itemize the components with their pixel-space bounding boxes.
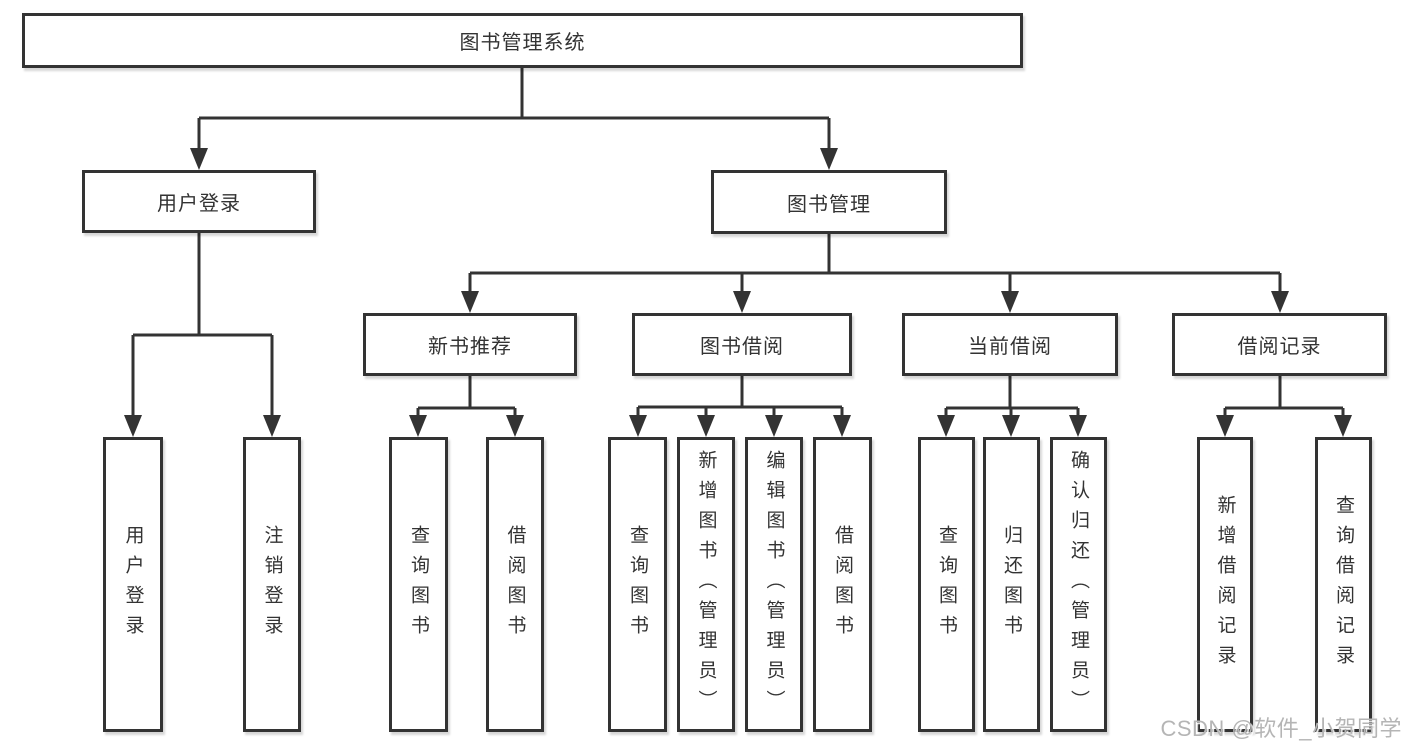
node-library-management-system: 图书管理系统 — [22, 13, 1023, 68]
node-borrowing-records: 借阅记录 — [1172, 313, 1387, 376]
node-current-query-books: 查询图书 — [918, 437, 975, 732]
node-user-login-leaf: 用户登录 — [103, 437, 163, 732]
node-label: 借阅图书 — [832, 524, 853, 645]
node-query-borrow-record: 查询借阅记录 — [1315, 437, 1372, 732]
node-add-books-admin: 新增图书（管理员） — [677, 437, 735, 732]
node-label: 图书管理系统 — [459, 32, 586, 54]
connector-current-borrow-to-leaves — [937, 376, 1087, 437]
node-label: 新书推荐 — [428, 336, 512, 358]
node-label: 用户登录 — [157, 193, 241, 215]
node-label: 查询图书 — [627, 524, 648, 645]
node-borrow-books: 借阅图书 — [813, 437, 872, 732]
node-user-login: 用户登录 — [82, 170, 316, 233]
connector-new-book-rec-to-leaves — [409, 376, 524, 437]
connector-book-borrow-to-leaves — [629, 376, 851, 437]
node-current-borrowing: 当前借阅 — [902, 313, 1118, 376]
node-label: 编辑图书（管理员） — [763, 449, 785, 720]
node-label: 归还图书 — [1001, 524, 1022, 645]
node-add-borrow-record: 新增借阅记录 — [1197, 437, 1253, 732]
node-label: 当前借阅 — [968, 336, 1052, 358]
node-label: 查询借阅记录 — [1333, 494, 1354, 675]
node-borrow-query-books: 查询图书 — [608, 437, 667, 732]
connector-borrow-records-to-leaves — [1216, 376, 1352, 437]
node-label: 查询图书 — [936, 524, 957, 645]
node-label: 确认归还（管理员） — [1068, 449, 1089, 720]
node-rec-query-books: 查询图书 — [389, 437, 448, 732]
node-return-books: 归还图书 — [983, 437, 1040, 732]
node-label: 图书借阅 — [700, 336, 784, 358]
node-confirm-return-admin: 确认归还（管理员） — [1050, 437, 1107, 732]
node-label: 注销登录 — [261, 524, 283, 645]
node-label: 借阅图书 — [504, 524, 526, 645]
csdn-watermark: CSDN @软件_小贺同学 — [1160, 716, 1402, 741]
connector-book-mgmt-to-level3 — [461, 234, 1289, 313]
node-book-management: 图书管理 — [711, 170, 947, 234]
connector-user-login-to-leaves — [124, 233, 281, 437]
node-book-borrowing: 图书借阅 — [632, 313, 852, 376]
node-label: 借阅记录 — [1237, 336, 1322, 358]
node-label: 图书管理 — [787, 193, 871, 216]
node-label: 查询图书 — [408, 524, 429, 645]
node-label: 新增图书（管理员） — [695, 449, 717, 720]
node-rec-borrow-books: 借阅图书 — [486, 437, 544, 732]
node-label: 新增借阅记录 — [1214, 494, 1236, 675]
node-label: 用户登录 — [122, 524, 144, 645]
node-logout: 注销登录 — [243, 437, 301, 732]
connector-system-to-level2 — [190, 68, 838, 170]
node-new-book-recommendation: 新书推荐 — [363, 313, 577, 376]
node-edit-books-admin: 编辑图书（管理员） — [745, 437, 803, 732]
